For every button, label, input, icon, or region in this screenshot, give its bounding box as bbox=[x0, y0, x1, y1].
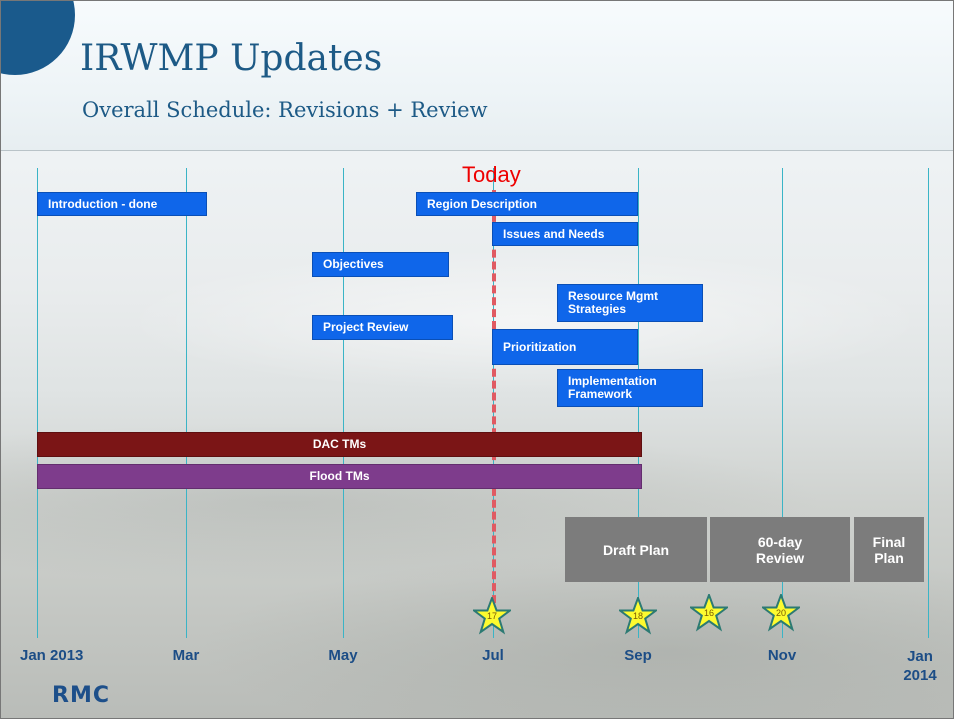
task-introduction: Introduction - done bbox=[37, 192, 207, 216]
milestone-star-18: 18 bbox=[619, 597, 657, 635]
star-icon bbox=[690, 594, 728, 632]
star-icon bbox=[619, 597, 657, 635]
today-marker-line bbox=[492, 190, 496, 615]
slide-title: IRWMP Updates bbox=[80, 38, 383, 79]
phase-draft-plan: Draft Plan bbox=[565, 517, 707, 582]
task-project-review: Project Review bbox=[312, 315, 453, 340]
task-issues-and-needs: Issues and Needs bbox=[492, 222, 638, 246]
gridline-mar bbox=[186, 168, 187, 638]
gridline-nov bbox=[782, 168, 783, 638]
task-resource-mgmt-strategies: Resource Mgmt Strategies bbox=[557, 284, 703, 322]
axis-label-jan-2013: Jan 2013 bbox=[20, 647, 84, 664]
slide-subtitle: Overall Schedule: Revisions + Review bbox=[82, 98, 488, 122]
milestone-star-17: 17 bbox=[473, 597, 511, 635]
gridline-jan-2014 bbox=[928, 168, 929, 638]
phase-60-day-review: 60-day Review bbox=[710, 517, 850, 582]
axis-label-jul: Jul bbox=[482, 647, 504, 664]
task-flood-tms: Flood TMs bbox=[37, 464, 642, 489]
axis-label-jan-2014: Jan 2014 bbox=[903, 648, 937, 684]
star-icon bbox=[762, 594, 800, 632]
axis-label-may: May bbox=[328, 647, 358, 664]
task-region-description: Region Description bbox=[416, 192, 638, 216]
star-icon bbox=[473, 597, 511, 635]
axis-label-nov: Nov bbox=[767, 647, 797, 664]
milestone-star-16: 16 bbox=[690, 594, 728, 632]
milestone-number: 18 bbox=[632, 611, 643, 621]
slide-header: IRWMP Updates Overall Schedule: Revision… bbox=[0, 0, 954, 151]
rmc-logo: RMC bbox=[52, 683, 110, 708]
task-prioritization: Prioritization bbox=[492, 329, 638, 365]
corner-circle-decoration bbox=[0, 0, 75, 75]
gridline-jan-2013 bbox=[37, 168, 38, 638]
milestone-number: 16 bbox=[703, 608, 714, 618]
phase-final-plan: Final Plan bbox=[854, 517, 924, 582]
task-implementation-framework: Implementation Framework bbox=[557, 369, 703, 407]
gridline-may bbox=[343, 168, 344, 638]
milestone-star-20: 20 bbox=[762, 594, 800, 632]
task-dac-tms: DAC TMs bbox=[37, 432, 642, 457]
axis-label-sep: Sep bbox=[624, 647, 652, 664]
today-label: Today bbox=[462, 162, 521, 187]
milestone-number: 17 bbox=[486, 611, 497, 621]
axis-label-mar: Mar bbox=[172, 647, 200, 664]
task-objectives: Objectives bbox=[312, 252, 449, 277]
milestone-number: 20 bbox=[775, 608, 786, 618]
